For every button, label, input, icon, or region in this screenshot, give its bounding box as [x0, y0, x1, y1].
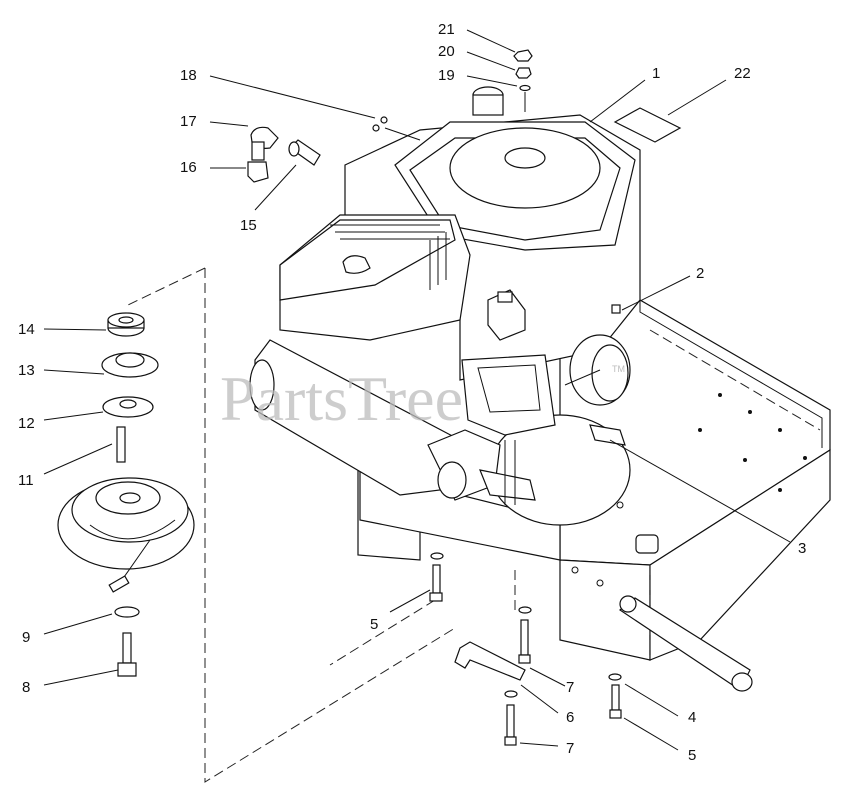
- clutch-assembly-frame: [127, 267, 456, 783]
- callout-20: 20: [438, 43, 455, 60]
- callout-2: 2: [696, 265, 704, 282]
- callout-4: 4: [688, 709, 696, 726]
- watermark: PartsTree: [220, 363, 463, 434]
- callout-18: 18: [180, 67, 197, 84]
- axle-tube: [618, 534, 753, 692]
- callout-14: 14: [18, 321, 35, 338]
- callout-16: 16: [180, 159, 197, 176]
- callout-11: 11: [18, 472, 34, 489]
- fuel-fittings: [247, 116, 421, 183]
- callout-7-upper: 7: [566, 679, 574, 696]
- callout-17: 17: [180, 113, 197, 130]
- callout-19: 19: [438, 67, 455, 84]
- callout-1: 1: [652, 65, 660, 82]
- callout-5-right: 5: [688, 747, 696, 764]
- callout-5-left: 5: [370, 616, 378, 633]
- top-hardware: [513, 49, 533, 112]
- watermark-tm: TM: [612, 364, 625, 374]
- callout-9: 9: [22, 629, 30, 646]
- frame-holes: [571, 393, 807, 587]
- callout-13: 13: [18, 362, 35, 379]
- mount-axis-lines: [329, 570, 516, 666]
- leader-lines: [43, 29, 791, 751]
- callout-6: 6: [566, 709, 574, 726]
- callout-15: 15: [240, 217, 257, 234]
- callout-labels: 21 20 19 1 22 18 17 16 15 2 14 13 12 11 …: [18, 21, 806, 764]
- callout-21: 21: [438, 21, 455, 38]
- mount-hardware: [429, 552, 622, 746]
- callout-8: 8: [22, 679, 30, 696]
- callout-3: 3: [798, 540, 806, 557]
- engine: [249, 86, 641, 505]
- callout-7-lower: 7: [566, 740, 574, 757]
- clutch-stack: [57, 312, 195, 677]
- callout-22: 22: [734, 65, 751, 82]
- callout-12: 12: [18, 415, 35, 432]
- decal: [613, 107, 682, 143]
